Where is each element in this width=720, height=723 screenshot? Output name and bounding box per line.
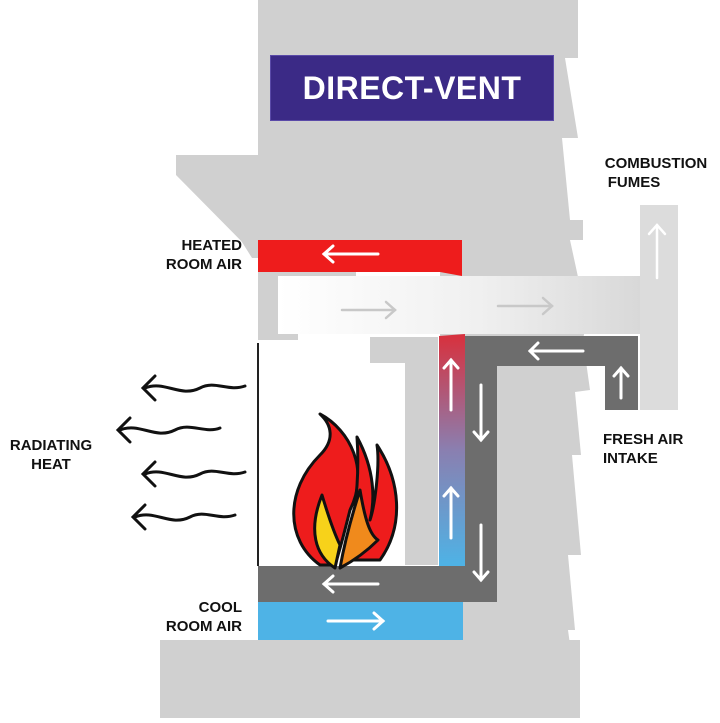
heat-wave-4 [130, 503, 237, 531]
exhaust-duct [278, 205, 678, 410]
cool-air-duct [258, 602, 463, 640]
intake-arrow-down-1 [472, 383, 490, 443]
label-line: FRESH AIR [603, 431, 684, 448]
heated-air-arrow [321, 244, 380, 264]
convection-riser [439, 334, 465, 566]
heat-wave-3 [140, 460, 247, 488]
label-fresh-air-intake: FRESH AIR INTAKE [603, 430, 683, 468]
label-line: ROOM AIR [165, 618, 242, 635]
riser-arrow-up-1 [442, 357, 460, 412]
label-heated-room-air: HEATED ROOM AIR [166, 236, 242, 274]
inner-column [405, 360, 438, 565]
intake-arrow-left [527, 341, 585, 361]
label-line: INTAKE [603, 450, 658, 467]
fresh-air-duct [258, 336, 638, 602]
radiating-heat-waves [115, 374, 247, 531]
label-line: FUMES [607, 174, 661, 191]
label-cool-room-air: COOL ROOM AIR [148, 598, 242, 636]
label-line: RADIATING [9, 437, 93, 454]
riser-arrow-up-2 [442, 485, 460, 540]
label-line: COMBUSTION [604, 155, 708, 172]
diagram-title: DIRECT-VENT [302, 69, 522, 106]
inner-shelf [370, 337, 438, 363]
label-line: ROOM AIR [165, 256, 242, 273]
label-line: HEAT [31, 456, 71, 473]
cool-air-arrow [326, 611, 386, 631]
exhaust-pipe-vertical [640, 205, 678, 410]
heat-wave-2 [115, 416, 222, 444]
chimney-ledge [176, 155, 258, 258]
exhaust-arrow-2 [496, 296, 554, 316]
exhaust-pipe-horizontal [278, 276, 642, 334]
diagram-title-banner: DIRECT-VENT [270, 55, 554, 121]
label-combustion-fumes: COMBUSTION FUMES [586, 154, 720, 192]
flame-icon [292, 412, 398, 570]
label-radiating-heat: RADIATING HEAT [0, 436, 106, 474]
heat-wave-1 [140, 374, 247, 402]
exhaust-arrow-1 [340, 300, 397, 320]
intake-arrow-up [612, 365, 630, 400]
intake-arrow-down-2 [472, 523, 490, 583]
label-line: COOL [198, 599, 242, 616]
heated-air-duct [258, 240, 462, 276]
floor-base [160, 640, 580, 718]
intake-arrow-bottom-left [321, 574, 380, 594]
label-line: HEATED [181, 237, 242, 254]
exhaust-arrow-up [647, 223, 667, 280]
